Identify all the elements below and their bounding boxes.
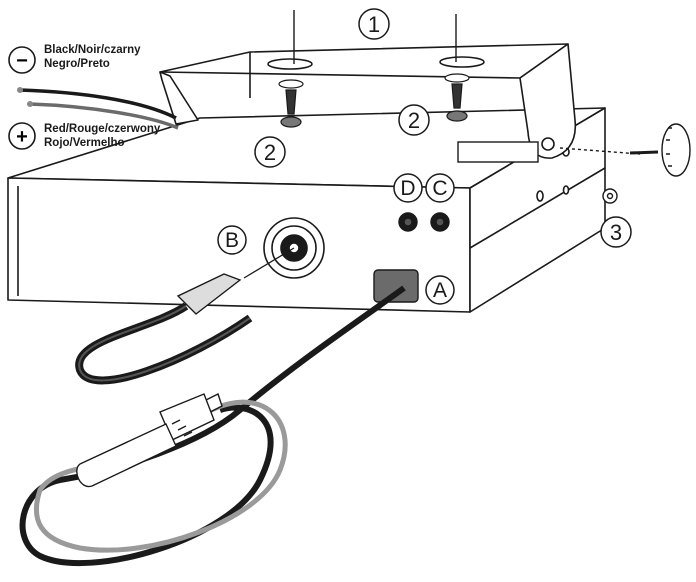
port-label-a: A xyxy=(425,275,455,305)
port-label-d-text: D xyxy=(400,177,415,200)
callout-washer-number: 3 xyxy=(610,220,622,245)
bracket-pivot-hole xyxy=(541,137,555,151)
side-knob-assembly xyxy=(457,123,691,204)
coax-highlight xyxy=(78,305,251,382)
port-label-c-text: C xyxy=(432,177,447,200)
jack-d xyxy=(398,212,418,232)
positive-label-line1: Red/Rouge/czerwony xyxy=(44,123,161,135)
antenna-plug xyxy=(176,273,242,315)
negative-symbol: − xyxy=(16,50,28,72)
mounting-bracket xyxy=(159,43,577,159)
knob-screw xyxy=(629,150,659,155)
side-hole-2 xyxy=(536,190,544,202)
port-label-a-text: A xyxy=(433,279,447,302)
bracket-top xyxy=(159,43,569,79)
callout-washer: 3 xyxy=(600,216,632,248)
mic-socket xyxy=(373,269,419,303)
knob-grip xyxy=(666,127,672,167)
knob-axis-dash xyxy=(559,147,641,155)
knob-icon xyxy=(661,123,691,177)
port-label-c: C xyxy=(425,173,455,203)
negative-label-line1: Black/Noir/czarny xyxy=(44,44,141,56)
antenna-cable-pin xyxy=(243,247,295,279)
jack-c xyxy=(430,212,450,232)
knob-bracket-plate xyxy=(457,141,539,163)
mic-cable-grey xyxy=(33,399,288,553)
callout-bracket: 1 xyxy=(358,8,390,40)
positive-icon xyxy=(8,122,36,150)
negative-wire-label: − Black/Noir/czarny Negro/Preto xyxy=(8,44,141,74)
callout-screw-right: 2 xyxy=(398,104,430,136)
black-wire xyxy=(19,88,177,120)
positive-wire-label: + Red/Rouge/czerwony Rojo/Vermelho xyxy=(8,122,161,150)
screw-right xyxy=(444,73,470,122)
bracket-slot-left xyxy=(267,58,313,70)
red-wire xyxy=(29,102,179,130)
screw-left xyxy=(278,79,304,128)
power-wires xyxy=(17,87,179,130)
callout-screw-left-number: 2 xyxy=(264,140,276,165)
port-label-d: D xyxy=(393,173,423,203)
positive-label-line2: Rojo/Vermelho xyxy=(44,137,125,149)
callout-bracket-number: 1 xyxy=(368,12,380,37)
bracket-left-arm xyxy=(159,71,199,125)
mic-plug xyxy=(76,393,223,488)
port-label-b: B xyxy=(217,225,247,255)
black-wire-tip xyxy=(17,87,23,93)
callout-screw-left: 2 xyxy=(254,136,286,168)
negative-icon xyxy=(8,46,36,74)
callout-screw-right-number: 2 xyxy=(408,108,420,133)
mic-cable-black xyxy=(19,285,406,566)
red-wire-tip xyxy=(27,101,33,107)
negative-label-line2: Negro/Preto xyxy=(44,58,110,70)
antenna-cable xyxy=(75,247,295,385)
side-seam xyxy=(469,167,606,249)
side-hole-3 xyxy=(562,185,570,195)
port-label-b-text: B xyxy=(225,229,239,252)
positive-symbol: + xyxy=(16,126,28,148)
bracket-slot-right xyxy=(439,56,485,68)
